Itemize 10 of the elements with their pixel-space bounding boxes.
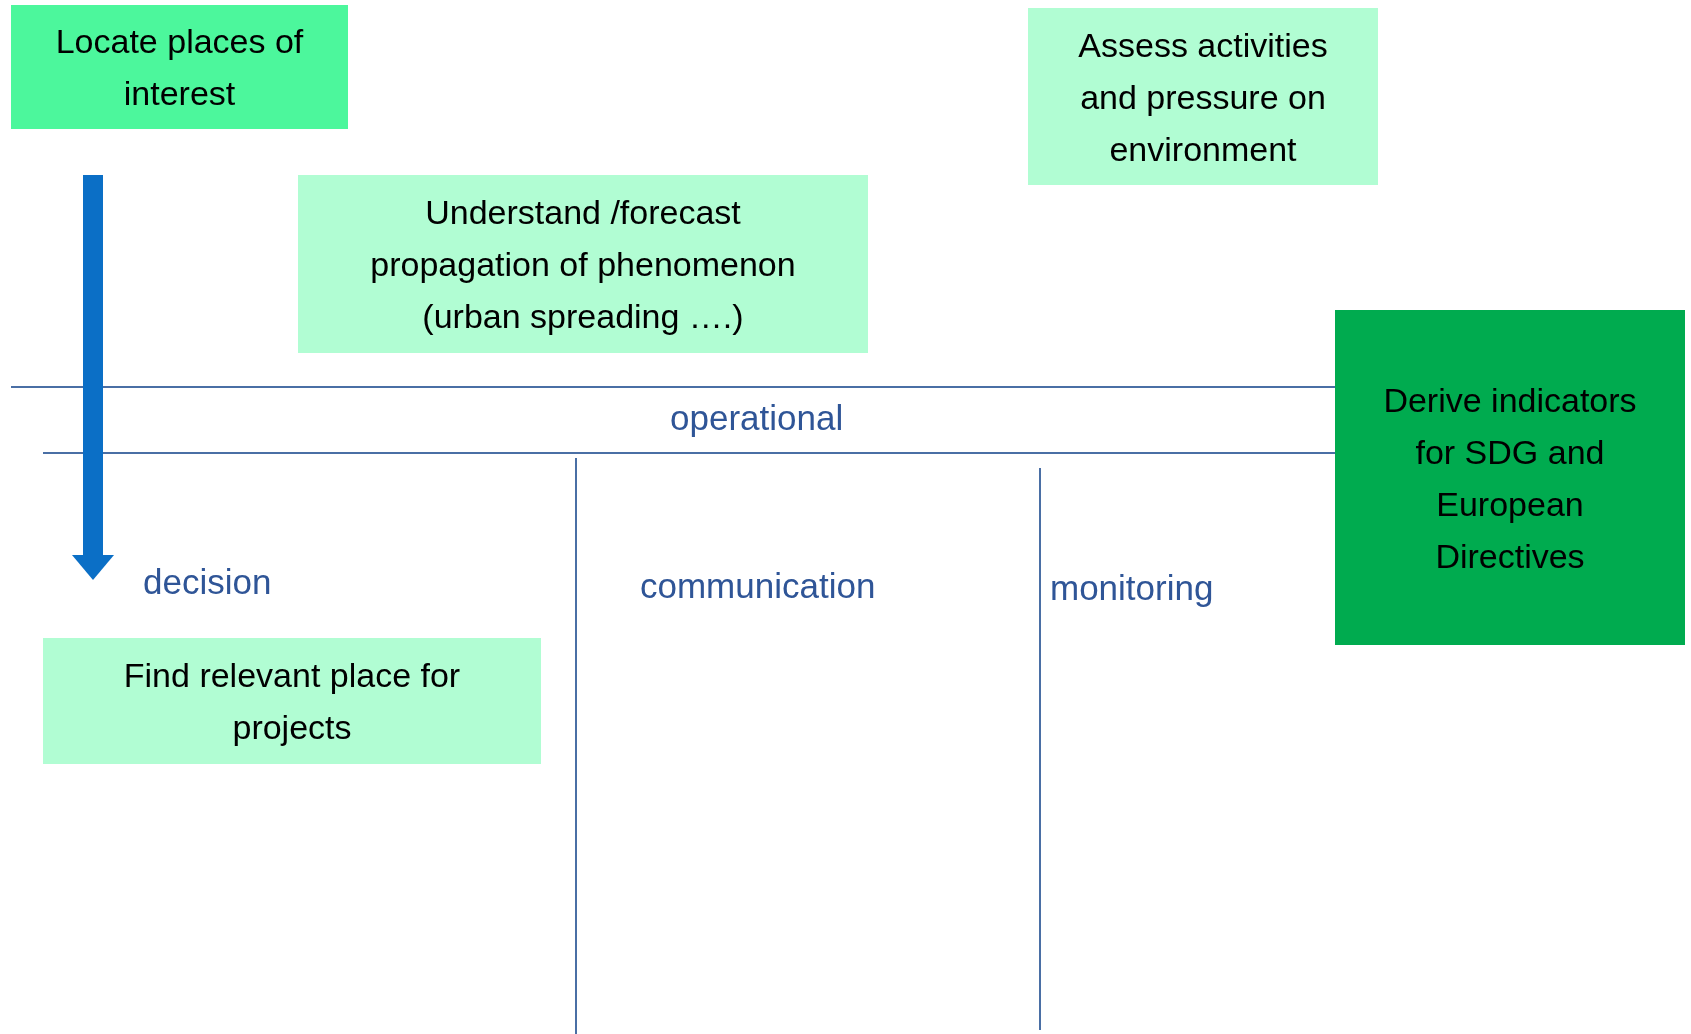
category-label: monitoring xyxy=(1050,567,1214,609)
category-label: communication xyxy=(640,565,876,607)
process-box: Derive indicators for SDG and European Directives xyxy=(1335,310,1685,645)
category-label: decision xyxy=(143,561,272,603)
arrow xyxy=(72,175,114,580)
process-box: Locate places of interest xyxy=(11,5,348,129)
process-box: Assess activities and pressure on environment xyxy=(1028,8,1378,185)
process-box: Find relevant place for projects xyxy=(43,638,541,764)
process-box: Understand /forecast propagation of phenomenon (urban spreading ….) xyxy=(298,175,868,353)
category-label: operational xyxy=(670,397,844,439)
